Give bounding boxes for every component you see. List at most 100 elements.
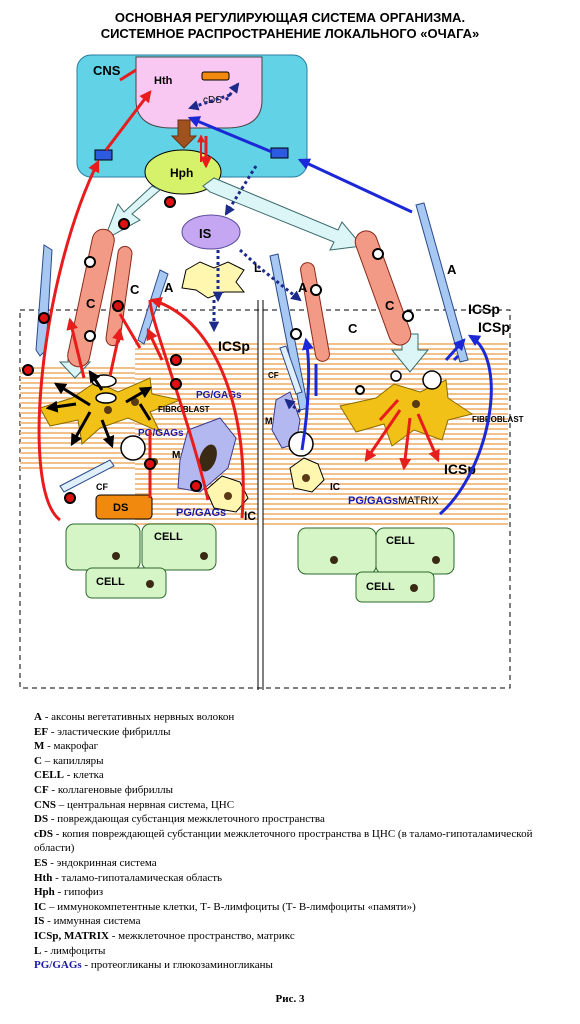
- legend-row: IS - иммунная система: [34, 914, 554, 929]
- legend-description: - гипофиз: [54, 886, 104, 899]
- white-nodes: [84, 248, 414, 395]
- legend-row: A - аксоны вегетативных нервных волокон: [34, 710, 554, 725]
- legend-row: L - лимфоциты: [34, 944, 554, 959]
- legend-row: PG/GAGs - протеогликаны и глюкозаминогли…: [34, 958, 554, 973]
- legend-description: - повреждающая субстанция межклеточного …: [48, 813, 325, 826]
- fibroblast-label-right: FIBROBLAST: [472, 415, 524, 424]
- legend-row: DS - повреждающая субстанция межклеточно…: [34, 812, 554, 827]
- icsp-label-top: ICSp: [218, 338, 250, 354]
- legend-row: CF - коллагеновые фибриллы: [34, 783, 554, 798]
- legend-row: IC – иммунокомпетентные клетки, Т- В-лим…: [34, 900, 554, 915]
- macrophage-label-left: M: [172, 450, 180, 461]
- cell-left-2: [141, 523, 217, 571]
- blue-signal-arrows: [187, 116, 493, 516]
- legend-row: Hth - таламо-гипоталамическая область: [34, 871, 554, 886]
- red-node: [170, 354, 182, 366]
- immune-system: [181, 214, 241, 250]
- round-cell-2: [288, 431, 314, 457]
- axon-label-a1: A: [164, 280, 174, 295]
- red-nodes: [22, 196, 202, 504]
- matrix-label: MATRIX: [398, 495, 439, 507]
- icsp-label-right-3: ICSp: [444, 461, 476, 477]
- red-node: [22, 364, 34, 376]
- cell-right-1: [297, 527, 377, 575]
- legend-row: CNS – центральная нервная система, ЦНС: [34, 798, 554, 813]
- axon-label-a2: A: [298, 280, 308, 295]
- legend-description: - клетка: [63, 769, 104, 782]
- ic-label-left: IC: [244, 509, 256, 523]
- collagen-fibril-right: [279, 345, 303, 395]
- cell-left-1: [65, 523, 141, 571]
- round-cell-1: [120, 435, 146, 461]
- hormone-arrow-left: [103, 185, 161, 242]
- red-node: [190, 480, 202, 492]
- legend-term: IS: [34, 915, 45, 928]
- cf-label-left: CF: [96, 482, 108, 492]
- legend-description: – иммунокомпетентные клетки, Т- В-лимфоц…: [46, 900, 416, 913]
- legend-row: CELL - клетка: [34, 768, 554, 783]
- legend-row: ES - эндокринная система: [34, 856, 554, 871]
- legend-term: CF: [34, 783, 49, 796]
- damaging-substance: [95, 494, 153, 520]
- legend-row: M - макрофаг: [34, 739, 554, 754]
- hth-region: [135, 56, 263, 129]
- red-node: [118, 218, 130, 230]
- black-arrows: [45, 370, 153, 449]
- cf-label-right: CF: [268, 371, 279, 380]
- legend-description: - таламо-гипоталамическая область: [52, 871, 223, 884]
- legend-term: CELL: [34, 769, 64, 782]
- legend-term: A: [34, 711, 42, 723]
- legend-description: - межклеточное пространство, матрикс: [108, 929, 295, 942]
- capillary-left-1: [67, 228, 115, 368]
- legend-term: PG/GAGs: [34, 959, 82, 972]
- legend-term: ES: [34, 856, 48, 869]
- collagen-fibril-left: [59, 459, 115, 493]
- cell-left-3: [85, 567, 167, 599]
- legend-description: - лимфоциты: [41, 944, 106, 957]
- legend-description: - эндокринная система: [47, 856, 157, 869]
- cell-right-3: [355, 571, 435, 603]
- figure-caption: Рис. 3: [275, 993, 305, 1005]
- cell-label-2: CELL: [96, 576, 125, 588]
- red-node: [64, 492, 76, 504]
- ds-label: DS: [113, 502, 128, 514]
- legend-term: CNS: [34, 798, 57, 811]
- hph-label: Hph: [170, 166, 193, 180]
- lymphocyte-blob: [181, 261, 246, 299]
- legend-row: Hph - гипофиз: [34, 885, 554, 900]
- legend-term: C: [34, 754, 42, 767]
- legend-term: EF: [34, 725, 49, 738]
- capillary-label-c1: C: [86, 296, 96, 311]
- cns-label: CNS: [93, 63, 121, 78]
- fibroblast-right: [339, 379, 474, 447]
- legend-description: – капилляры: [41, 754, 104, 767]
- legend-description: - копия повреждающей субстанции межклето…: [34, 827, 533, 855]
- legend-term: IC: [34, 900, 47, 913]
- legend-term: cDS: [34, 827, 53, 840]
- is-label: IS: [199, 226, 212, 241]
- axon-left-1: [35, 244, 53, 357]
- legend-row: EF - эластические фибриллы: [34, 725, 554, 740]
- red-signal-arrows: [37, 68, 440, 522]
- legend-description: - иммунная система: [44, 915, 141, 928]
- legend-term: ICSp, MATRIX: [34, 929, 109, 942]
- capillary-label-c4: C: [385, 298, 395, 313]
- axon-right-2: [415, 202, 469, 363]
- legend-description: - аксоны вегетативных нервных волокон: [41, 711, 235, 723]
- legend-row: C – капилляры: [34, 754, 554, 769]
- lymphocyte-label: L: [254, 261, 261, 275]
- ic-label-right: IC: [330, 482, 340, 493]
- tissue-zone-border: [19, 309, 511, 689]
- red-node: [112, 300, 124, 312]
- regulation-diagram: CNS Hth cDS Hph IS C C C C A A A L ICSp …: [19, 54, 524, 690]
- cell-label-1: CELL: [154, 531, 183, 543]
- legend-term: L: [34, 944, 42, 957]
- capillary-right-1: [300, 262, 330, 362]
- icsp-label-right-2: ICSp: [478, 319, 510, 335]
- hormone-arrow-down-right: [390, 333, 430, 373]
- pggags-label-3: PG/GAGs: [176, 507, 226, 519]
- cns-receptor-left: [94, 149, 113, 161]
- red-node: [144, 458, 156, 470]
- legend-row: ICSp, MATRIX - межклеточное пространство…: [34, 929, 554, 944]
